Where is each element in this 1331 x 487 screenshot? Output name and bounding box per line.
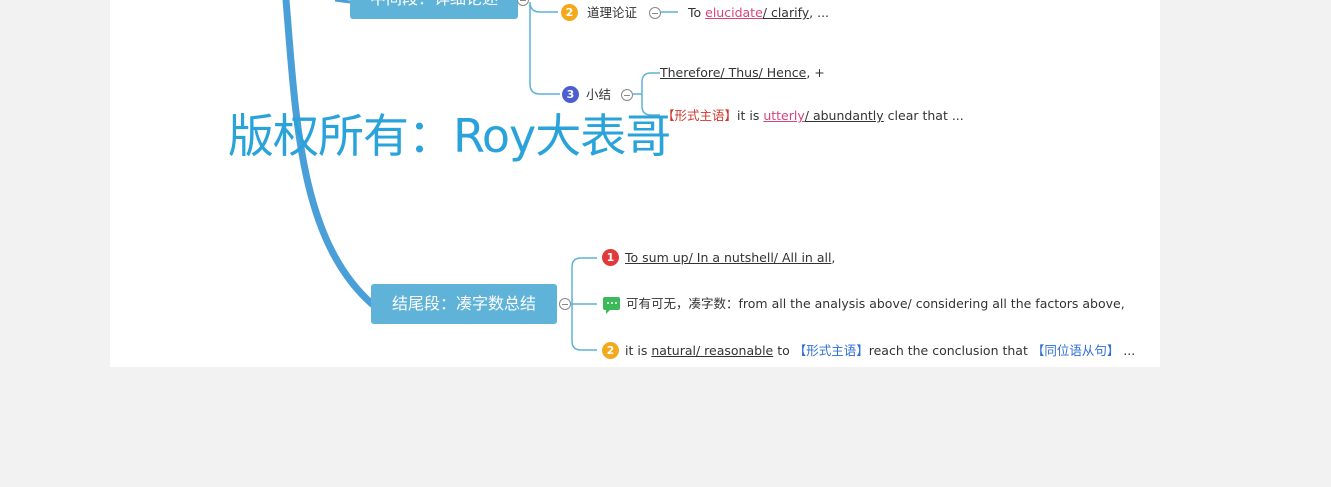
priority-2-icon: 2 [561,4,578,21]
text-to-2: to [773,343,794,358]
text-clarify: / clarify [762,5,810,20]
chat-icon [603,297,620,314]
text-to: To [688,5,706,20]
ending-collapse-icon[interactable] [559,298,571,310]
text-ellipsis: , ... [809,5,830,20]
text-natural: natural/ reasonable [651,343,774,358]
text-utterly: utterly [763,108,805,123]
mind-map-canvas: 中间段：详细论述 2 道理论证 To elucidate/ clarify, .… [110,0,1160,367]
xiao-jie-collapse-icon[interactable] [621,89,633,101]
text-clear-that: clear that ... [883,108,964,123]
natural-conclusion-line[interactable]: it is natural/ reasonable to 【形式主语】reach… [625,343,1135,359]
text-elucidate: elucidate [705,5,763,20]
ending-paragraph-node[interactable]: 结尾段：凑字数总结 [371,284,557,324]
therefore-line[interactable]: Therefore/ Thus/ Hence, + [660,65,825,81]
dao-li-lun-zheng-label[interactable]: 道理论证 [587,5,638,20]
sum-up-line[interactable]: To sum up/ In a nutshell/ All in all, [625,250,835,266]
text-therefore: Therefore/ Thus/ Hence [660,65,807,80]
dao-li-collapse-icon[interactable] [649,7,661,19]
ending-paragraph-label: 结尾段：凑字数总结 [391,294,536,313]
middle-paragraph-label: 中间段：详细论述 [370,0,498,8]
middle-paragraph-node[interactable]: 中间段：详细论述 [350,0,518,19]
text-appositive: 【同位语从句】 [1031,343,1120,358]
copyright-watermark: 版权所有：Roy大表哥 [228,109,671,163]
xiao-jie-label[interactable]: 小结 [586,87,612,102]
text-it-is-2: it is [625,343,652,358]
dao-li-detail-text[interactable]: To elucidate/ clarify, ... [688,5,829,21]
priority-3-icon: 3 [562,86,579,103]
text-sum-up: To sum up/ In a nutshell/ All in all [625,250,832,265]
middle-branch-stub [334,0,351,4]
main-branch-line [282,0,376,308]
text-it-is: it is [737,108,764,123]
text-formal-subject-2: 【形式主语】 [793,343,869,358]
text-formal-subject: 【形式主语】 [662,108,738,123]
utterly-clear-line[interactable]: 【形式主语】it is utterly/ abundantly clear th… [662,108,964,124]
optional-filler-line[interactable]: 可有可无，凑字数：from all the analysis above/ co… [626,296,1125,311]
xiao-jie-bracket [633,72,660,116]
text-reach: reach the conclusion that [868,343,1032,358]
middle-children-bracket [529,1,560,95]
priority-2-icon-ending: 2 [602,342,619,359]
text-abundantly: / abundantly [804,108,884,123]
priority-1-icon: 1 [602,249,619,266]
text-plus: , + [806,65,825,80]
text-comma: , [831,250,836,265]
text-ellipsis-2: ... [1119,343,1136,358]
